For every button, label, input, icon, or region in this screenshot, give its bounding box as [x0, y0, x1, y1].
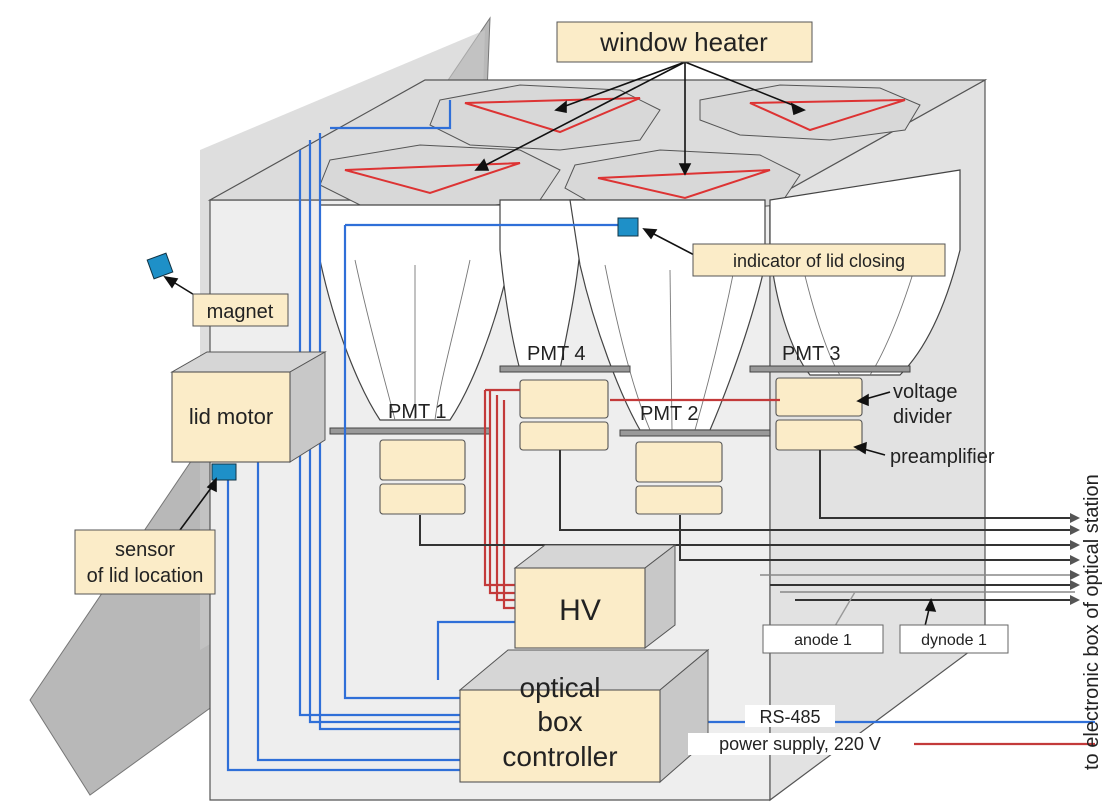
preamplifier-label: preamplifier	[890, 446, 995, 468]
window-heater-label: window heater	[599, 27, 768, 57]
rs485-label: RS-485	[759, 707, 820, 727]
pmt2-flange	[619, 429, 771, 437]
pmt3-label: PMT 3	[782, 343, 841, 365]
magnet-label: magnet	[207, 301, 274, 323]
controller-module	[458, 648, 710, 784]
indicator-label: indicator of lid closing	[733, 251, 905, 271]
voltage-divider-label-2: divider	[893, 406, 952, 428]
pmt2-label: PMT 2	[640, 403, 699, 425]
power-label-bg	[688, 733, 914, 755]
sensor-label-box	[74, 529, 216, 595]
anode-label: anode 1	[794, 632, 852, 649]
anode-arrow	[834, 591, 856, 627]
window-heater-label-box	[556, 21, 813, 63]
anode-label-box	[762, 624, 884, 654]
signal-wires	[226, 100, 1095, 772]
power-supply-label: power supply, 220 V	[719, 734, 881, 754]
pmt1-flange	[329, 427, 491, 435]
indicator-block	[617, 217, 639, 237]
dynode-label-box	[899, 624, 1009, 654]
sensor-block	[211, 463, 237, 481]
electronic-box-label: to electronic box of optical station	[1081, 474, 1103, 770]
pmt4-label: PMT 4	[527, 343, 586, 365]
hv-label: HV	[559, 594, 601, 627]
magnet-block	[146, 252, 174, 280]
output-wires	[419, 450, 1075, 601]
pmt3-flange	[749, 365, 911, 373]
sensor-label-1: sensor	[115, 539, 175, 561]
divider-stacks	[379, 377, 863, 515]
lid-motor-module	[170, 351, 327, 463]
pmt4-flange	[499, 365, 631, 373]
sensor-label-2: of lid location	[87, 565, 204, 587]
rs485-label-bg	[745, 705, 835, 727]
callout-arrows	[163, 61, 937, 627]
magnet-label-box	[192, 293, 289, 327]
controller-label-2: box	[537, 706, 582, 737]
indicator-label-box	[692, 243, 946, 277]
dynode-label: dynode 1	[921, 632, 987, 649]
hv-module	[513, 543, 677, 650]
power-wires	[483, 388, 1095, 746]
output-arrowheads	[1070, 513, 1080, 605]
controller-label-1: optical	[520, 672, 601, 703]
voltage-divider-label-1: voltage	[893, 381, 958, 403]
top-windows	[319, 84, 921, 213]
lid-motor-label: lid motor	[189, 404, 273, 429]
controller-label-3: controller	[502, 741, 617, 772]
pmt1-label: PMT 1	[388, 401, 447, 423]
